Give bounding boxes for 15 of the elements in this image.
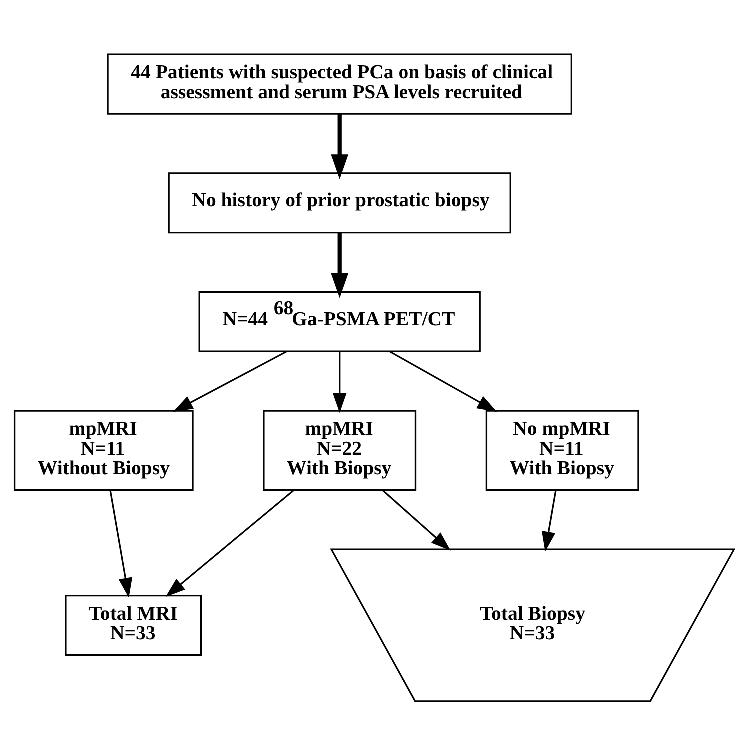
node-box: mpMRI N=11 Without Biopsy xyxy=(14,410,194,491)
node-box: No history of prior prostatic biopsy xyxy=(168,172,512,234)
arrow xyxy=(166,489,295,597)
node-box: No mpMRI N=11 With Biopsy xyxy=(486,410,640,491)
arrow xyxy=(332,352,347,413)
node-box: 44 Patients with suspected PCa on basis of clinical assessment and serum PSA levels recruited xyxy=(107,53,572,114)
arrow xyxy=(110,490,133,598)
node-box: mpMRI N=22 With Biopsy xyxy=(263,410,417,491)
arrow xyxy=(173,350,288,412)
arrow xyxy=(331,232,349,298)
arrow xyxy=(389,350,498,412)
arrow xyxy=(382,489,451,550)
node-box: Total MRI N=33 xyxy=(65,594,202,656)
arrow xyxy=(542,490,557,552)
arrow xyxy=(331,114,349,179)
